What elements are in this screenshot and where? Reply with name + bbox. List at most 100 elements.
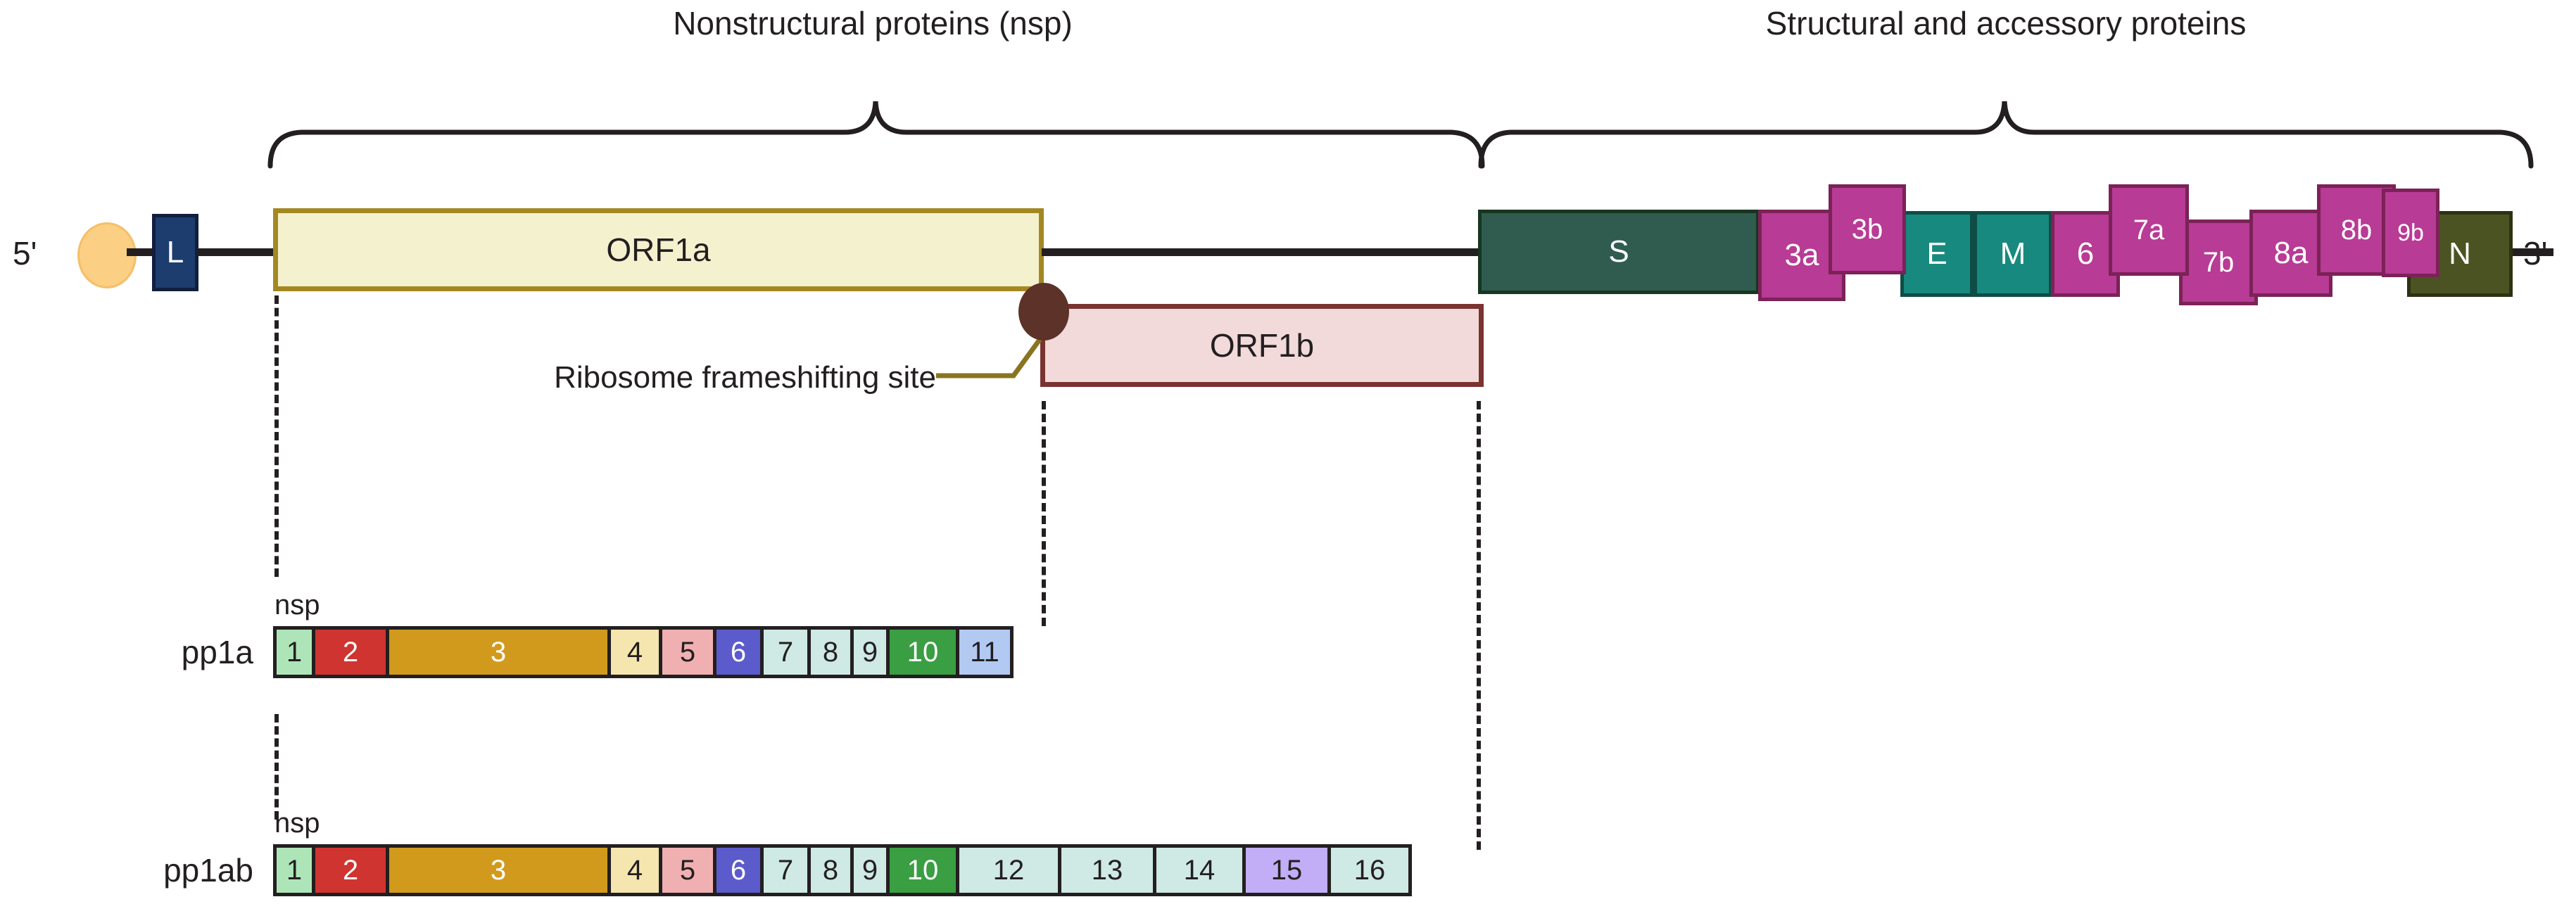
gene-label: 9b xyxy=(2397,219,2424,246)
nsp-segment-4: 4 xyxy=(607,626,662,678)
nsp-segment-label: 10 xyxy=(907,636,939,668)
frameshift-site-dot-icon xyxy=(1018,283,1069,340)
nsp-segment-label: 7 xyxy=(777,636,794,668)
nsp-segment-9: 9 xyxy=(850,844,890,896)
brace-structural xyxy=(1478,101,2534,169)
nsp-segment-label: 1 xyxy=(286,854,303,886)
gene-box-m: M xyxy=(1974,211,2052,297)
pp1ab-nsp-caption: nsp xyxy=(274,808,320,839)
nsp-segment-7: 7 xyxy=(760,626,811,678)
nsp-segment-label: 4 xyxy=(626,636,643,668)
nsp-segment-11: 11 xyxy=(956,626,1014,678)
nsp-segment-3: 3 xyxy=(386,626,611,678)
backbone-left xyxy=(127,248,155,256)
nsp-segment-2: 2 xyxy=(312,844,389,896)
nsp-segment-label: 10 xyxy=(907,854,939,886)
nsp-segment-label: 5 xyxy=(679,854,696,886)
gene-label: E xyxy=(1926,236,1947,271)
nsp-segment-label: 1 xyxy=(286,636,303,668)
backbone-orf1a-to-s xyxy=(1042,248,1482,256)
nsp-segment-label: 2 xyxy=(342,854,359,886)
gene-label: M xyxy=(2000,236,2026,271)
nsp-segment-16: 16 xyxy=(1327,844,1412,896)
nsp-segment-label: 8 xyxy=(822,636,839,668)
gene-box-e: E xyxy=(1900,211,1974,297)
nsp-segment-3: 3 xyxy=(386,844,611,896)
header-structural: Structural and accessory proteins xyxy=(1765,5,2247,42)
dashed-line-orf1a-end xyxy=(1042,401,1046,626)
gene-label: 7a xyxy=(2133,214,2165,246)
gene-label: 8b xyxy=(2340,214,2373,246)
nsp-segment-label: 3 xyxy=(490,854,507,886)
orf1a-label: ORF1a xyxy=(606,231,711,268)
nsp-segment-6: 6 xyxy=(713,626,764,678)
gene-label: S xyxy=(1608,234,1629,269)
nsp-segment-12: 12 xyxy=(956,844,1061,896)
gene-label: 8a xyxy=(2273,236,2309,270)
nsp-segment-label: 4 xyxy=(626,854,643,886)
leader-box: L xyxy=(152,214,198,291)
backbone-leader-to-orf1a xyxy=(197,248,276,256)
nsp-segment-label: 6 xyxy=(730,636,747,668)
gene-label: 3b xyxy=(1851,213,1883,245)
pp1a-row-label: pp1a xyxy=(181,634,253,670)
three-prime-label: 3' xyxy=(2523,235,2548,272)
dashed-line-orf1a-start xyxy=(274,295,279,577)
nsp-segment-8: 8 xyxy=(807,844,854,896)
gene-box-7b: 7b xyxy=(2179,219,2258,305)
gene-box-9b: 9b xyxy=(2382,189,2439,277)
gene-label: 3a xyxy=(1784,238,1819,272)
orf1a-box: ORF1a xyxy=(273,208,1044,291)
header-nonstructural: Nonstructural proteins (nsp) xyxy=(673,5,1073,42)
leader-label: L xyxy=(166,235,184,269)
frameshift-site-label: Ribosome frameshifting site xyxy=(554,360,936,395)
nsp-segment-label: 13 xyxy=(1091,854,1123,886)
nsp-segment-10: 10 xyxy=(886,626,959,678)
gene-box-7a: 7a xyxy=(2109,184,2189,276)
nsp-segment-13: 13 xyxy=(1058,844,1156,896)
nsp-segment-1: 1 xyxy=(273,626,315,678)
gene-box-6: 6 xyxy=(2051,211,2120,297)
nsp-segment-label: 15 xyxy=(1270,854,1303,886)
nsp-segment-14: 14 xyxy=(1153,844,1246,896)
nsp-segment-label: 12 xyxy=(992,854,1025,886)
nsp-segment-label: 9 xyxy=(861,636,878,668)
nsp-segment-5: 5 xyxy=(659,626,716,678)
nsp-segment-6: 6 xyxy=(713,844,764,896)
gene-box-s: S xyxy=(1478,210,1760,294)
nsp-segment-15: 15 xyxy=(1242,844,1331,896)
nsp-segment-10: 10 xyxy=(886,844,959,896)
backbone-to-three-prime xyxy=(2506,248,2553,256)
nsp-segment-1: 1 xyxy=(273,844,315,896)
nsp-segment-7: 7 xyxy=(760,844,811,896)
nsp-segment-label: 6 xyxy=(730,854,747,886)
gene-box-3b: 3b xyxy=(1829,184,1906,274)
nsp-segment-label: 8 xyxy=(822,854,839,886)
nsp-segment-label: 3 xyxy=(490,636,507,668)
nsp-segment-label: 2 xyxy=(342,636,359,668)
pp1a-nsp-caption: nsp xyxy=(274,590,320,620)
gene-label: N xyxy=(2449,236,2471,271)
gene-label: 7b xyxy=(2202,246,2235,278)
orf1b-label: ORF1b xyxy=(1209,327,1315,364)
nsp-segment-label: 16 xyxy=(1353,854,1386,886)
nsp-segment-label: 9 xyxy=(861,854,878,886)
nsp-segment-2: 2 xyxy=(312,626,389,678)
brace-nonstructural xyxy=(267,101,1485,169)
nsp-segment-label: 14 xyxy=(1183,854,1216,886)
nsp-segment-9: 9 xyxy=(850,626,890,678)
nsp-segment-label: 5 xyxy=(679,636,696,668)
nsp-segment-4: 4 xyxy=(607,844,662,896)
dashed-line-orf1b-end xyxy=(1477,401,1481,850)
five-prime-label: 5' xyxy=(13,235,37,272)
pp1ab-row-label: pp1ab xyxy=(163,852,253,889)
nsp-segment-5: 5 xyxy=(659,844,716,896)
gene-label: 6 xyxy=(2076,236,2095,271)
dashed-line-pp1a-start xyxy=(274,714,279,820)
nsp-segment-label: 11 xyxy=(970,636,999,668)
nsp-segment-8: 8 xyxy=(807,626,854,678)
orf1b-box: ORF1b xyxy=(1040,304,1484,387)
